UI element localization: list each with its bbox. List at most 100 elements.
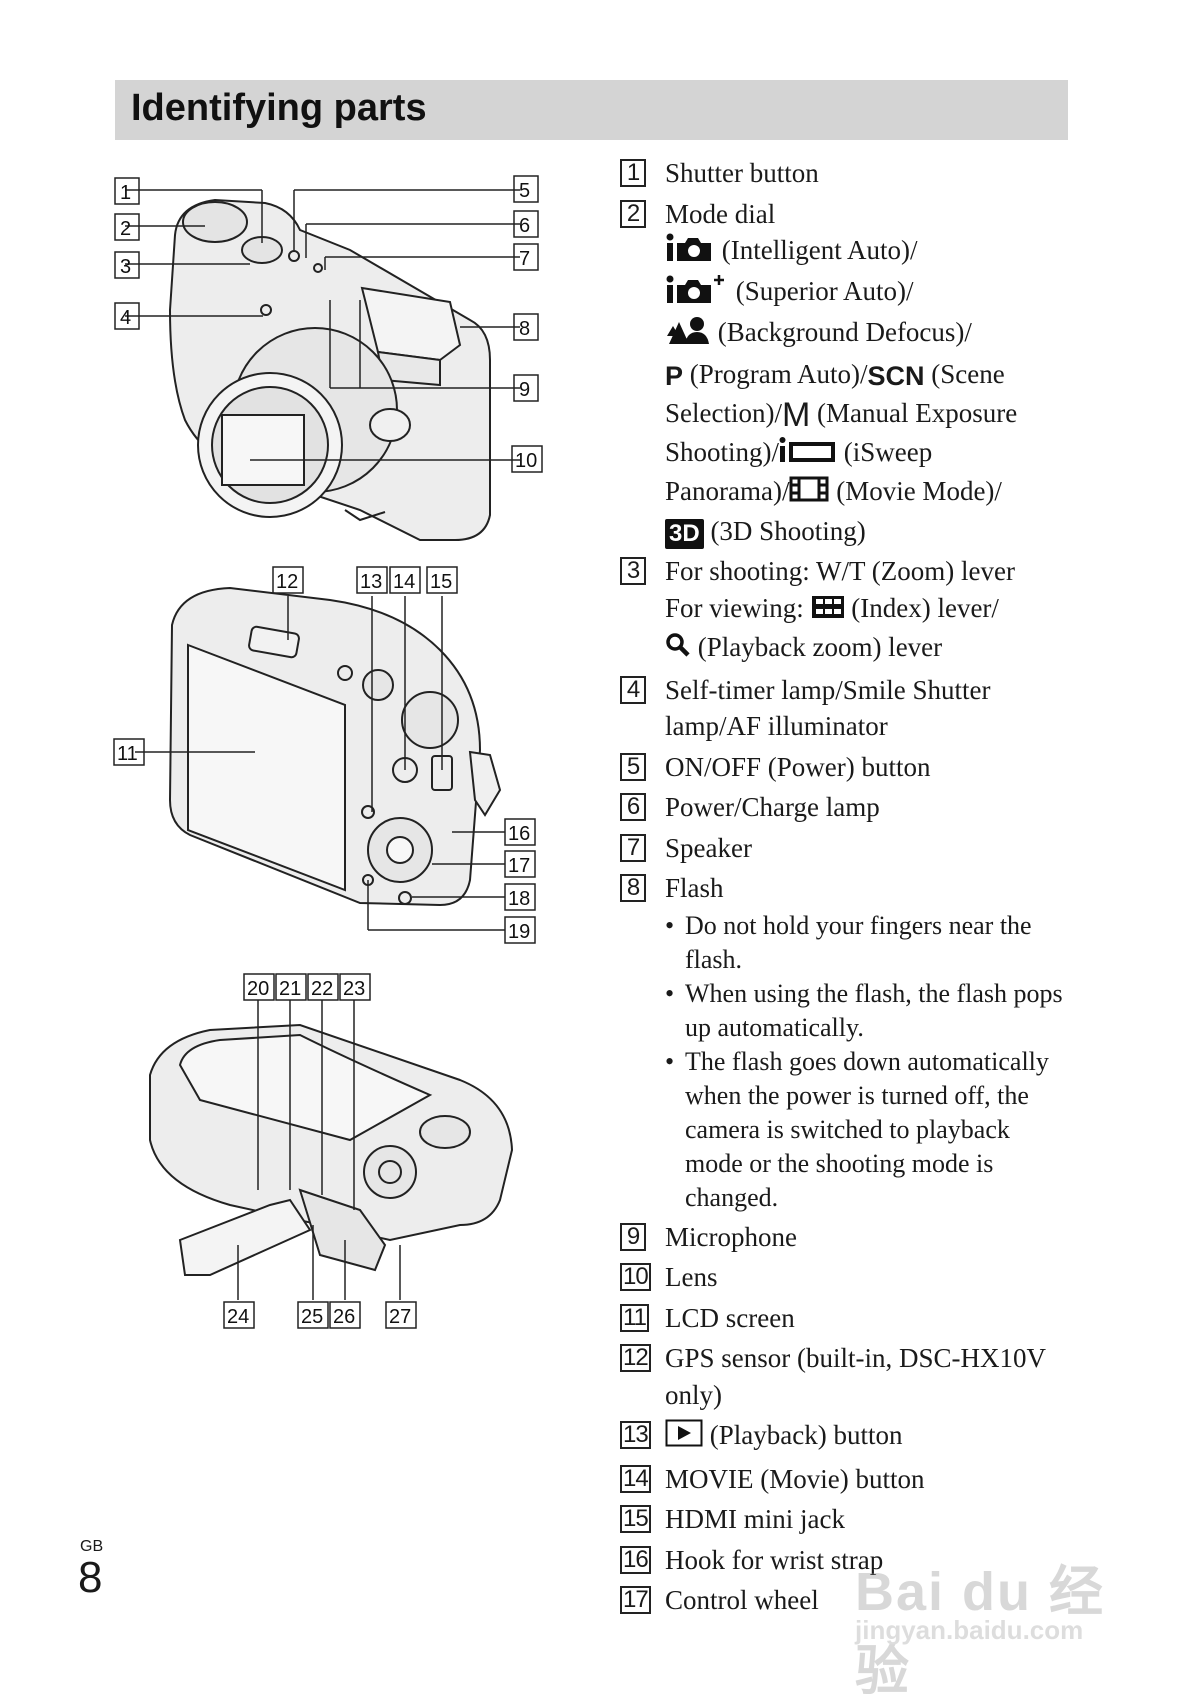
mode-text: Shooting)/ [665, 436, 780, 467]
part-label: ON/OFF (Power) button [665, 751, 931, 782]
part-label: For shooting: W/T (Zoom) lever [665, 556, 1015, 587]
part-number: 12 [620, 1344, 651, 1373]
callout-8: 8 [519, 318, 530, 340]
part-label: Microphone [665, 1221, 797, 1252]
back-callout-numbers: 11 12 13 14 15 16 17 18 19 [113, 566, 536, 944]
mode-text: (Superior Auto)/ [735, 275, 914, 306]
mode-text: Selection)/ [665, 397, 782, 428]
watermark-url: jingyan.baidu.com [855, 1615, 1084, 1645]
callout-13: 13 [360, 571, 382, 593]
scene-selection-icon: SCN [867, 361, 925, 392]
callout-23: 23 [343, 978, 365, 1000]
bottom-callout-numbers: 20 21 22 23 24 25 26 27 [223, 973, 417, 1329]
part-number: 3 [620, 557, 646, 586]
part-item-14: 14 MOVIE (Movie) button [620, 1461, 1070, 1498]
baidu-watermark: Bai du 经验 jingyan.baidu.com [855, 1535, 1135, 1701]
mode-text: (Scene [931, 358, 1005, 389]
part-label: (Index) lever/ [851, 592, 999, 623]
page-title: Identifying parts [131, 87, 427, 129]
callout-15: 15 [430, 571, 452, 593]
3d-shooting-icon: 3D [665, 518, 704, 549]
part-item-4: 4 Self-timer lamp/Smile Shutter lamp/AF … [620, 672, 1070, 745]
part-label: GPS sensor (built-in, DSC-HX10V only) [665, 1343, 1046, 1410]
part-item-7: 7 Speaker [620, 830, 1070, 867]
callout-17: 17 [508, 855, 530, 877]
callout-20: 20 [247, 978, 269, 1000]
part-item-17: 17 Control wheel [620, 1582, 1070, 1619]
part-label: LCD screen [665, 1302, 795, 1333]
part-number: 13 [620, 1421, 651, 1450]
part-item-1: 1 Shutter button [620, 155, 1070, 192]
callout-3: 3 [120, 256, 131, 278]
playback-icon [665, 1419, 703, 1457]
mode-text: (Background Defocus)/ [717, 317, 972, 348]
callout-7: 7 [519, 248, 530, 270]
part-item-3: 3 For shooting: W/T (Zoom) lever For vie… [620, 553, 1070, 668]
part-label: Speaker [665, 832, 752, 863]
callout-6: 6 [519, 215, 530, 237]
part-number: 11 [620, 1303, 649, 1332]
page-language-code: GB [80, 1538, 104, 1555]
part-label: For viewing: [665, 592, 804, 623]
part-label: MOVIE (Movie) button [665, 1463, 925, 1494]
callout-16: 16 [508, 823, 530, 845]
part-item-13: 13 (Playback) button [620, 1417, 1070, 1457]
part-number: 16 [620, 1545, 651, 1574]
part-label: Shutter button [665, 158, 819, 188]
part-item-6: 6 Power/Charge lamp [620, 789, 1070, 826]
part-label: Flash [665, 873, 724, 904]
part-item-8: 8 Flash Do not hold your fingers near th… [620, 870, 1070, 1215]
isweep-panorama-icon [779, 436, 837, 474]
intelligent-auto-icon [665, 233, 715, 273]
callout-1: 1 [120, 182, 131, 204]
callout-4: 4 [120, 307, 131, 329]
program-auto-icon: P [665, 361, 684, 392]
part-number: 9 [620, 1222, 646, 1251]
part-number: 15 [620, 1505, 651, 1534]
part-label: Self-timer lamp/Smile Shutter lamp/AF il… [665, 674, 991, 742]
manual-exposure-icon: M [781, 396, 811, 435]
mode-text: (Manual Exposure [817, 397, 1018, 428]
part-label: HDMI mini jack [665, 1504, 845, 1535]
callout-11: 11 [117, 743, 138, 765]
part-number: 2 [620, 199, 646, 228]
part-number: 1 [620, 159, 646, 187]
part-number: 14 [620, 1464, 651, 1493]
callout-21: 21 [279, 978, 301, 1000]
section-header-bar: Identifying parts [115, 80, 1068, 140]
page-number: 8 [78, 1553, 103, 1602]
part-item-10: 10 Lens [620, 1259, 1070, 1296]
part-item-11: 11 LCD screen [620, 1300, 1070, 1337]
callout-5: 5 [519, 180, 530, 202]
part-number: 8 [620, 874, 646, 903]
part-item-5: 5 ON/OFF (Power) button [620, 749, 1070, 786]
mode-text: (iSweep [843, 436, 933, 467]
part-number: 10 [620, 1263, 651, 1292]
callout-19: 19 [508, 921, 530, 943]
mode-text: (Movie Mode)/ [836, 476, 1002, 507]
callout-24: 24 [227, 1306, 249, 1328]
part-label: Mode dial [665, 198, 776, 229]
playback-zoom-icon [665, 631, 691, 668]
callout-14: 14 [393, 571, 415, 593]
part-number: 4 [620, 675, 646, 704]
note-item: Do not hold your fingers near the flash. [665, 909, 1070, 977]
callout-25: 25 [301, 1306, 323, 1328]
back-view-diagram [135, 586, 505, 931]
mode-dial-modes: (Intelligent Auto)/ (Superior Auto)/ (Ba… [665, 232, 1070, 549]
callout-22: 22 [311, 978, 333, 1000]
part-label: Lens [665, 1262, 718, 1293]
callout-2: 2 [120, 218, 131, 240]
callout-18: 18 [508, 888, 530, 910]
index-icon [811, 592, 845, 629]
part-number: 17 [620, 1586, 651, 1615]
camera-diagrams: 1 2 3 4 5 6 7 8 9 10 [113, 175, 543, 1329]
mode-text: Panorama)/ [665, 476, 790, 507]
callout-10: 10 [515, 450, 537, 472]
flash-notes: Do not hold your fingers near the flash.… [665, 909, 1070, 1215]
part-label: Hook for wrist strap [665, 1544, 884, 1575]
callout-26: 26 [333, 1306, 355, 1328]
part-number: 6 [620, 793, 646, 822]
superior-auto-icon [665, 273, 729, 315]
parts-list: 1 Shutter button 2 Mode dial (Intelligen… [620, 155, 1070, 1623]
